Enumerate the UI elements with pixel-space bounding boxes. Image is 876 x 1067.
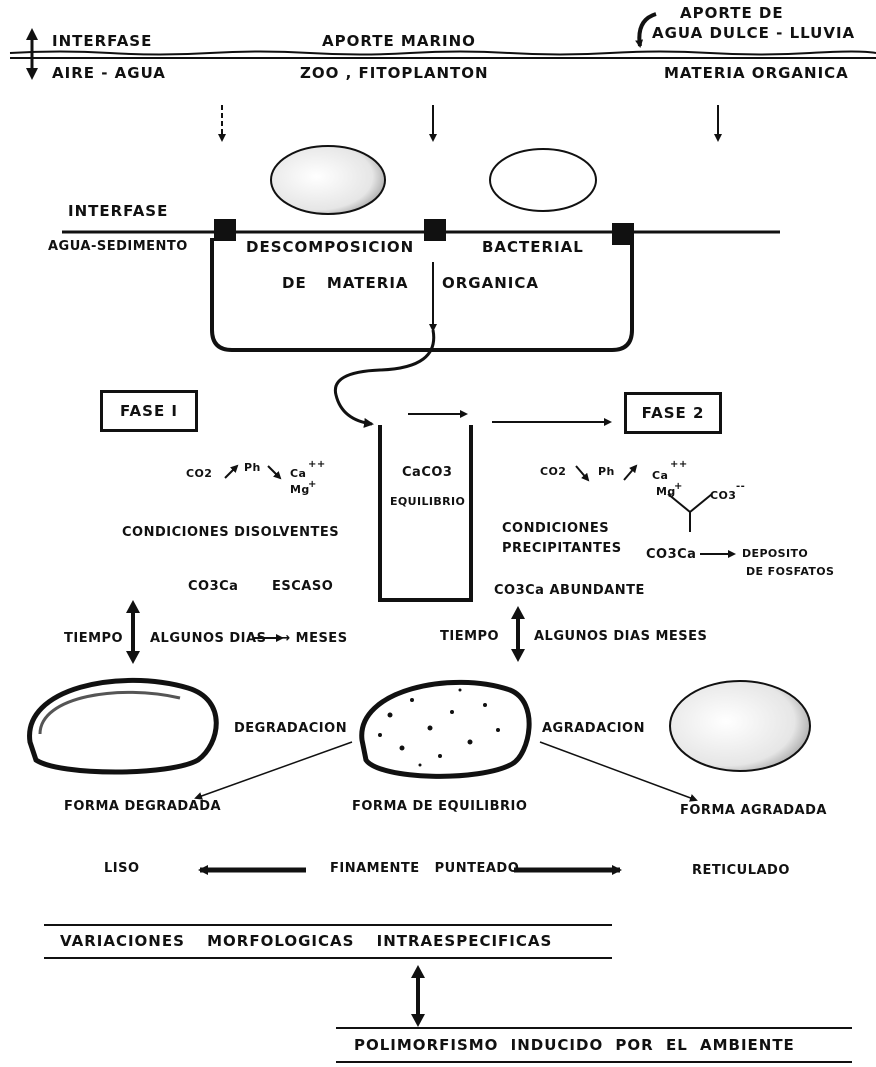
label-smooth: LISO [104,862,140,875]
phase2-mg: Mg [656,486,676,497]
phase2-precipitating: PRECIPITANTES [502,542,622,555]
air-water-interface-line [10,52,876,59]
sediment-marker-center [424,219,446,241]
phase2-ca: Ca [652,470,668,481]
phase1-co3ca: CO3Ca [188,580,238,593]
phase-2-label: FASE 2 [642,404,705,422]
phase2-co3ca-product: CO3Ca [646,548,696,561]
phase2-ph: Ph [598,466,615,477]
label-marine-input: APORTE MARINO [322,34,476,49]
phase2-co3-charge: -- [736,482,745,492]
label-zoo-phytoplankton: ZOO , FITOPLANTON [300,66,489,81]
label-environment-polymorphism: POLIMORFISMO INDUCIDO POR EL AMBIENTE [354,1038,795,1053]
phase-1-label: FASE I [120,402,178,420]
sinking-shell-smooth [490,149,596,211]
time-arrow-right [511,606,525,662]
label-freshwater-input: APORTE DE [680,6,784,21]
phase2-phosphates: DE FOSFATOS [746,566,834,577]
phase1-ca-charge: ++ [308,460,326,470]
phase1-co2: CO2 [186,468,212,479]
phase2-duration: ALGUNOS DIAS MESES [534,630,707,643]
phase-1-box: FASE I [100,390,198,432]
phase2-ca-charge: ++ [670,460,688,470]
sinking-shell-stippled [271,146,385,214]
center-caco3: CaCO3 [402,466,452,479]
label-equilibrium-form: FORMA DE EQUILIBRIO [352,800,527,813]
label-interface-sediment: INTERFASE [68,204,168,219]
phase1-mg-charge: + [308,480,317,490]
label-intraspecific-variations: VARIACIONES MORFOLOGICAS INTRAESPECIFICA… [60,934,552,949]
label-reticulate: RETICULADO [692,864,790,877]
input-down-arrows [222,105,718,140]
phase2-mg-charge: + [674,482,683,492]
label-aggraded-form: FORMA AGRADADA [680,804,827,817]
air-water-exchange-arrow [26,28,38,80]
phase1-ca: Ca [290,468,306,479]
label-interface-air-water: INTERFASE [52,34,152,49]
shell-degraded [30,680,217,772]
label-air-water: AIRE - AGUA [52,66,166,81]
center-equilibrium: EQUILIBRIO [390,496,465,507]
label-of-matter: DE MATERIA [282,276,409,291]
label-degraded-form: FORMA DEGRADADA [64,800,221,813]
phase-2-box: FASE 2 [624,392,722,434]
phase2-co2: CO2 [540,466,566,477]
phase1-duration: ALGUNOS DIAS ⟶ MESES [150,632,348,645]
phase1-mg: Mg [290,484,310,495]
label-degradation: DEGRADACION [234,722,347,735]
label-aggradation: AGRADACION [542,722,645,735]
phase1-conditions: CONDICIONES DISOLVENTES [122,526,339,539]
time-arrow-left [126,600,140,664]
phase1-scarce: ESCASO [272,580,333,593]
label-finely-punctate: FINAMENTE PUNTEADO [330,862,519,875]
label-organic: ORGANICA [442,276,539,291]
phase1-ph: Ph [244,462,261,473]
phase2-co3: CO3 [710,490,736,501]
equilibrium-tube [380,425,471,600]
precipitation-reaction-lines [668,494,734,554]
phase2-abundant: CO3Ca ABUNDANTE [494,584,645,597]
shell-aggraded [670,681,810,771]
label-water-sediment: AGUA-SEDIMENTO [48,240,188,253]
variations-polymorphism-arrow [411,965,425,1027]
curved-flow-arrow [335,330,433,424]
label-organic-matter: MATERIA ORGANICA [664,66,849,81]
phase1-time: TIEMPO [64,632,123,645]
label-bacterial: BACTERIAL [482,240,584,255]
phase2-time: TIEMPO [440,630,499,643]
label-freshwater-rain: AGUA DULCE - LLUVIA [652,26,855,41]
phase2-deposit: DEPOSITO [742,548,808,559]
label-decomposition: DESCOMPOSICION [246,240,414,255]
shell-equilibrium [362,682,529,776]
sediment-marker-left [214,219,236,241]
phase2-conditions: CONDICIONES [502,522,609,535]
